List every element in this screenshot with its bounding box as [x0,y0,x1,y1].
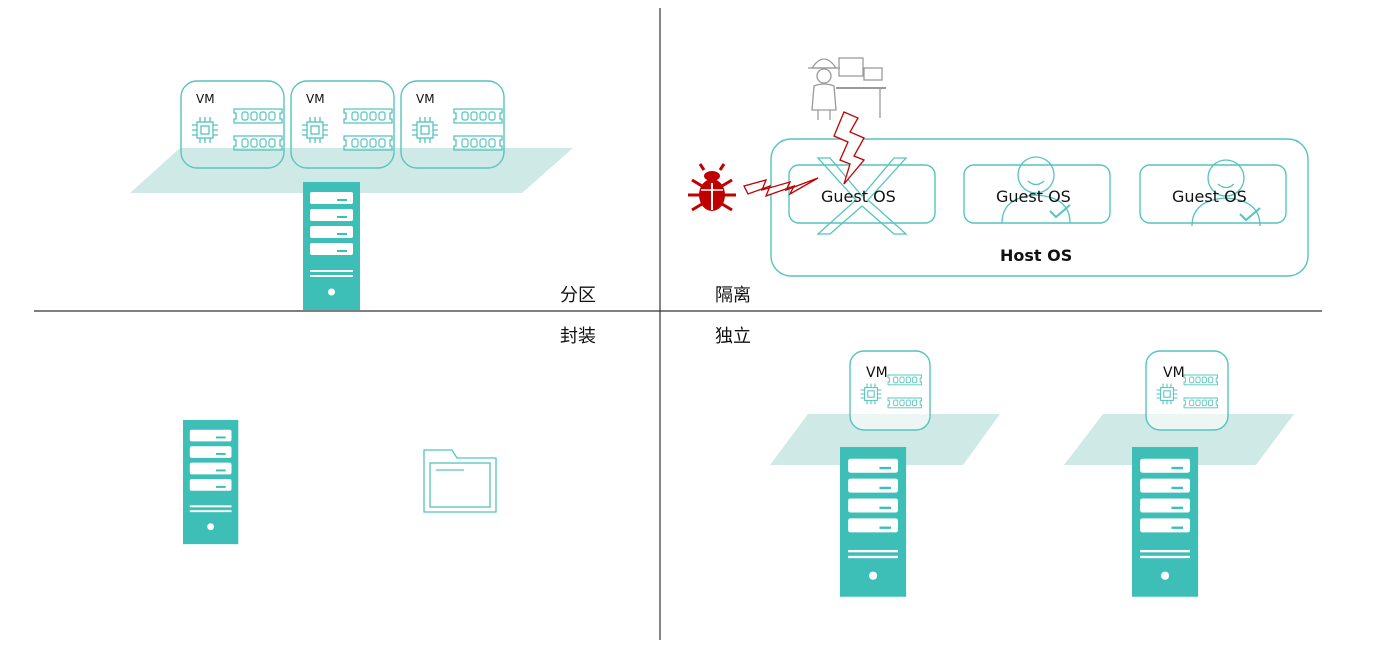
independence-quadrant: 独立 VM VM [715,326,1294,597]
vm-label: VM [306,92,325,106]
encapsulation-label: 封装 [560,326,596,347]
vm-label: VM [196,92,215,106]
encapsulation-quadrant: 封装 [183,326,596,545]
partition-quadrant: VM VM VM 分区 [130,80,596,310]
bug-icon [688,163,736,212]
host-os-label: Host OS [1000,246,1072,265]
lightning-bolt-icon [833,111,866,185]
platform-plane [1064,414,1294,465]
isolation-label: 隔离 [715,285,751,306]
vm-box: VM [400,80,505,169]
guest-os-label: Guest OS [821,187,896,206]
vm-box: VM [1145,350,1229,431]
lightning-bolt-icon [743,177,819,198]
memory-stick-icon [453,108,503,124]
server-tower-icon [183,420,239,545]
platform-plane [770,414,1000,465]
memory-stick-icon [343,108,393,124]
vm-box: VM [180,80,285,169]
memory-stick-icon [343,135,393,151]
vm-label: VM [866,365,888,381]
guest-os-label: Guest OS [1172,187,1247,206]
vm-box: VM [290,80,395,169]
vm-label: VM [416,92,435,106]
host-os-box [770,138,1309,277]
cross-out-icon [816,157,908,235]
isolation-quadrant: Host OS Guest OS Guest OS Guest OS 隔离 [688,57,1309,306]
server-tower-icon [303,182,360,310]
platform-plane [130,148,573,193]
partition-label: 分区 [560,285,596,306]
guest-os-label: Guest OS [996,187,1071,206]
memory-stick-icon [233,108,283,124]
server-tower-icon [1132,446,1199,597]
guest-os-box [788,164,936,224]
vm-label: VM [1163,365,1185,381]
hacker-at-desk-icon [808,57,886,120]
memory-stick-icon [453,135,503,151]
vm-box: VM [849,350,931,431]
folder-icon [423,449,497,513]
memory-stick-icon [233,135,283,151]
server-tower-icon [840,446,907,597]
independence-label: 独立 [715,326,751,347]
vm-cpu-icon [191,116,219,144]
vm-cpu-icon [411,116,439,144]
vm-cpu-icon [301,116,329,144]
guest-os-box [963,164,1111,224]
